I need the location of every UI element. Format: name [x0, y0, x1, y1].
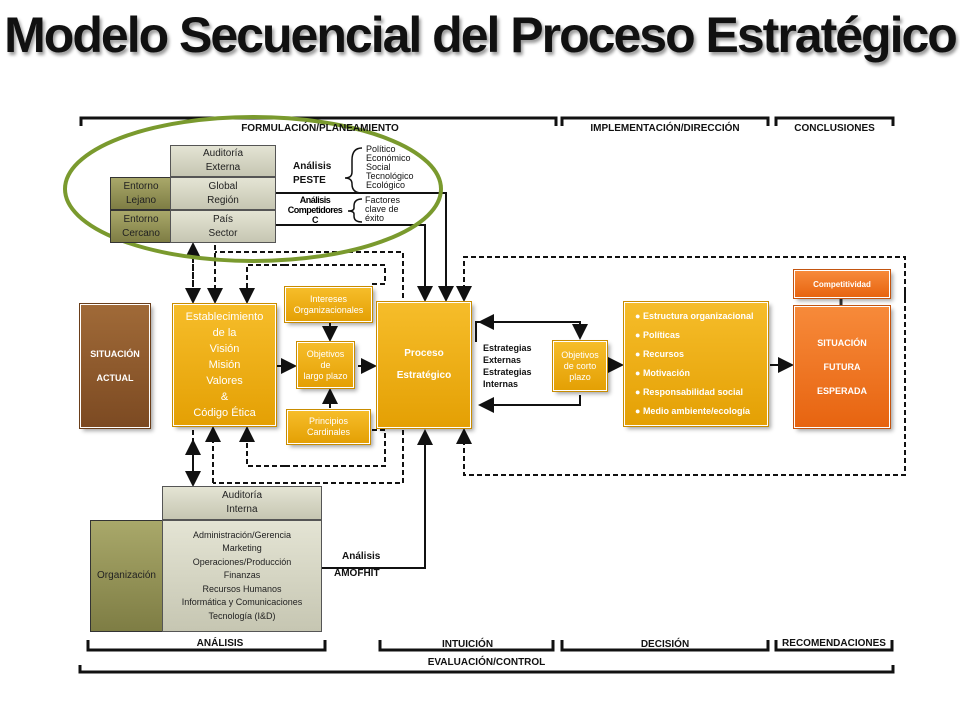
phase-recomendaciones: RECOMENDACIONES [782, 638, 886, 649]
organizacion: Organización [90, 520, 163, 632]
phase-analisis: ANÁLISIS [196, 638, 244, 649]
bracket-decision [560, 640, 770, 652]
bracket-recomendaciones [774, 640, 894, 652]
bracket-implementacion [560, 116, 770, 126]
phase-formulacion: FORMULACIÓN/PLANEAMIENTO [241, 123, 399, 134]
phase-intuicion: INTUICIÓN [441, 639, 494, 650]
page-title: Modelo Secuencial del Proceso Estratégic… [4, 7, 958, 63]
bracket-evaluacion [78, 665, 895, 674]
highlight-ellipse [63, 115, 443, 263]
bracket-formulacion [79, 116, 558, 126]
phase-decision: DECISIÓN [640, 639, 690, 650]
bracket-intuicion [378, 640, 555, 652]
impl-item: ● Políticas [635, 330, 680, 340]
phase-conclusiones: CONCLUSIONES [794, 123, 875, 134]
analisis-amofhit-label: Análisis AMOFHIT [334, 551, 381, 579]
phase-evaluacion-control: EVALUACIÓN/CONTROL [427, 657, 546, 668]
impl-item: ● Estructura organizacional [635, 311, 754, 321]
phase-implementacion: IMPLEMENTACIÓN/DIRECCIÓN [590, 123, 740, 134]
bracket-analisis [86, 640, 327, 652]
competitividad-box: Competitividad [793, 269, 891, 299]
impl-item: ● Medio ambiente/ecología [635, 406, 750, 416]
bracket-conclusiones [774, 116, 895, 126]
impl-item: ● Recursos [635, 349, 684, 359]
impl-item: ● Motivación [635, 368, 690, 378]
impl-item: ● Responsabilidad social [635, 387, 743, 397]
implementacion-box: ● Estructura organizacional ● Políticas … [623, 301, 769, 427]
